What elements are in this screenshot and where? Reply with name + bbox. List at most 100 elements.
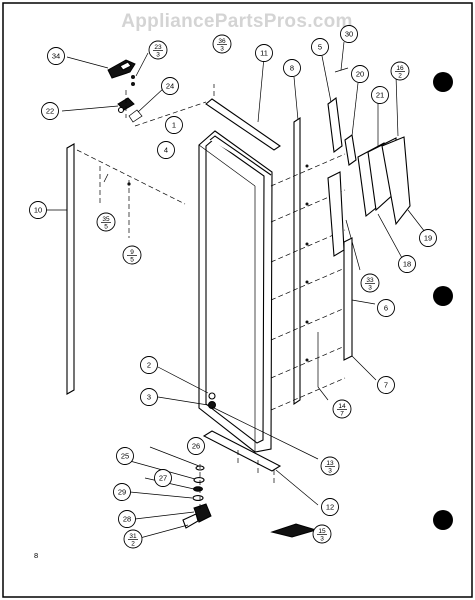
callout-19: 19	[419, 229, 437, 247]
callout-circle	[419, 229, 437, 247]
callout-34: 34	[47, 47, 65, 65]
fraction-denominator: 3	[320, 535, 324, 542]
callout-circle	[351, 65, 369, 83]
fraction-callout-23-3: 233	[148, 40, 168, 60]
callout-20: 20	[351, 65, 369, 83]
callout-24: 24	[161, 77, 179, 95]
fraction-denominator: 3	[220, 45, 224, 52]
fraction-circle	[390, 61, 410, 81]
fraction-callout-9-5: 95	[122, 245, 142, 265]
fraction-denominator: 2	[131, 540, 135, 547]
callout-circle	[340, 25, 358, 43]
callout-circle	[154, 469, 172, 487]
callout-1: 1	[165, 116, 183, 134]
callout-circle	[377, 376, 395, 394]
callout-6: 6	[377, 299, 395, 317]
callout-circle	[311, 38, 329, 56]
fraction-callout-36-3: 363	[212, 34, 232, 54]
door-liner-channel	[293, 76, 329, 406]
fraction-numerator: 23	[154, 44, 162, 51]
clip-part	[334, 41, 349, 73]
door-panel	[198, 130, 273, 453]
fraction-callout-16-2: 162	[390, 61, 410, 81]
callout-label: 2	[147, 361, 151, 370]
callout-circle	[47, 47, 65, 65]
fraction-numerator: 31	[129, 533, 137, 540]
fraction-denominator: 7	[340, 410, 344, 417]
binder-hole-bottom	[433, 510, 453, 530]
page-number: 8	[34, 551, 38, 560]
fraction-circle	[122, 245, 142, 265]
top-door-strip	[205, 56, 281, 151]
callout-label: 12	[326, 503, 334, 512]
binder-hole-top	[433, 72, 453, 92]
callout-circle	[255, 44, 273, 62]
callout-circle	[140, 388, 158, 406]
bottom-gasket-strip	[270, 523, 318, 538]
fraction-numerator: 13	[326, 460, 334, 467]
callout-28: 28	[118, 510, 136, 528]
fraction-circle	[212, 34, 232, 54]
callout-circle	[41, 102, 59, 120]
callout-12: 12	[321, 498, 339, 516]
callout-11: 11	[255, 44, 273, 62]
fraction-callout-15-3: 153	[312, 524, 332, 544]
fraction-numerator: 33	[366, 277, 374, 284]
callout-label: 6	[384, 304, 388, 313]
fraction-callout-35-5: 355	[96, 212, 116, 232]
fraction-denominator: 5	[130, 256, 134, 263]
bracket-part	[344, 82, 359, 166]
callout-29: 29	[113, 483, 131, 501]
callout-2: 2	[140, 356, 158, 374]
fraction-callout-13-3: 133	[320, 456, 340, 476]
callout-label: 26	[192, 442, 200, 451]
fraction-circle	[123, 529, 143, 549]
callout-circle	[161, 77, 179, 95]
fraction-circle	[320, 456, 340, 476]
callout-circle	[321, 498, 339, 516]
fraction-callout-33-3: 333	[360, 273, 380, 293]
fraction-numerator: 16	[396, 65, 404, 72]
callout-circle	[371, 86, 389, 104]
callout-label: 19	[424, 234, 432, 243]
callout-label: 28	[123, 515, 131, 524]
callout-label: 7	[384, 381, 388, 390]
fraction-numerator: 15	[318, 528, 326, 535]
callout-label: 30	[345, 30, 353, 39]
callout-30: 30	[340, 25, 358, 43]
lower-trim-strip	[343, 237, 377, 381]
callout-circle	[283, 59, 301, 77]
fraction-callout-14-7: 147	[332, 399, 352, 419]
bottom-hinge-assembly	[129, 446, 212, 539]
fraction-circle	[148, 40, 168, 60]
callout-label: 21	[376, 91, 384, 100]
fraction-circle	[360, 273, 380, 293]
callout-7: 7	[377, 376, 395, 394]
callout-5: 5	[311, 38, 329, 56]
fraction-denominator: 3	[156, 51, 160, 58]
callout-label: 5	[318, 43, 322, 52]
callout-label: 27	[159, 474, 167, 483]
callout-label: 18	[403, 260, 411, 269]
callout-22: 22	[41, 102, 59, 120]
fraction-circle	[96, 212, 116, 232]
fraction-circle	[312, 524, 332, 544]
callout-label: 4	[164, 146, 168, 155]
callout-label: 20	[356, 70, 364, 79]
fraction-denominator: 3	[368, 284, 372, 291]
callout-26: 26	[187, 437, 205, 455]
door-trim-strip-left	[45, 143, 186, 395]
fraction-circle	[332, 399, 352, 419]
callout-label: 10	[34, 206, 42, 215]
callout-27: 27	[154, 469, 172, 487]
callout-circle	[157, 141, 175, 159]
callout-label: 3	[147, 393, 151, 402]
callout-label: 22	[46, 107, 54, 116]
callout-circle	[113, 483, 131, 501]
binder-hole-middle	[433, 286, 453, 306]
callout-21: 21	[371, 86, 389, 104]
callout-label: 1	[172, 121, 176, 130]
